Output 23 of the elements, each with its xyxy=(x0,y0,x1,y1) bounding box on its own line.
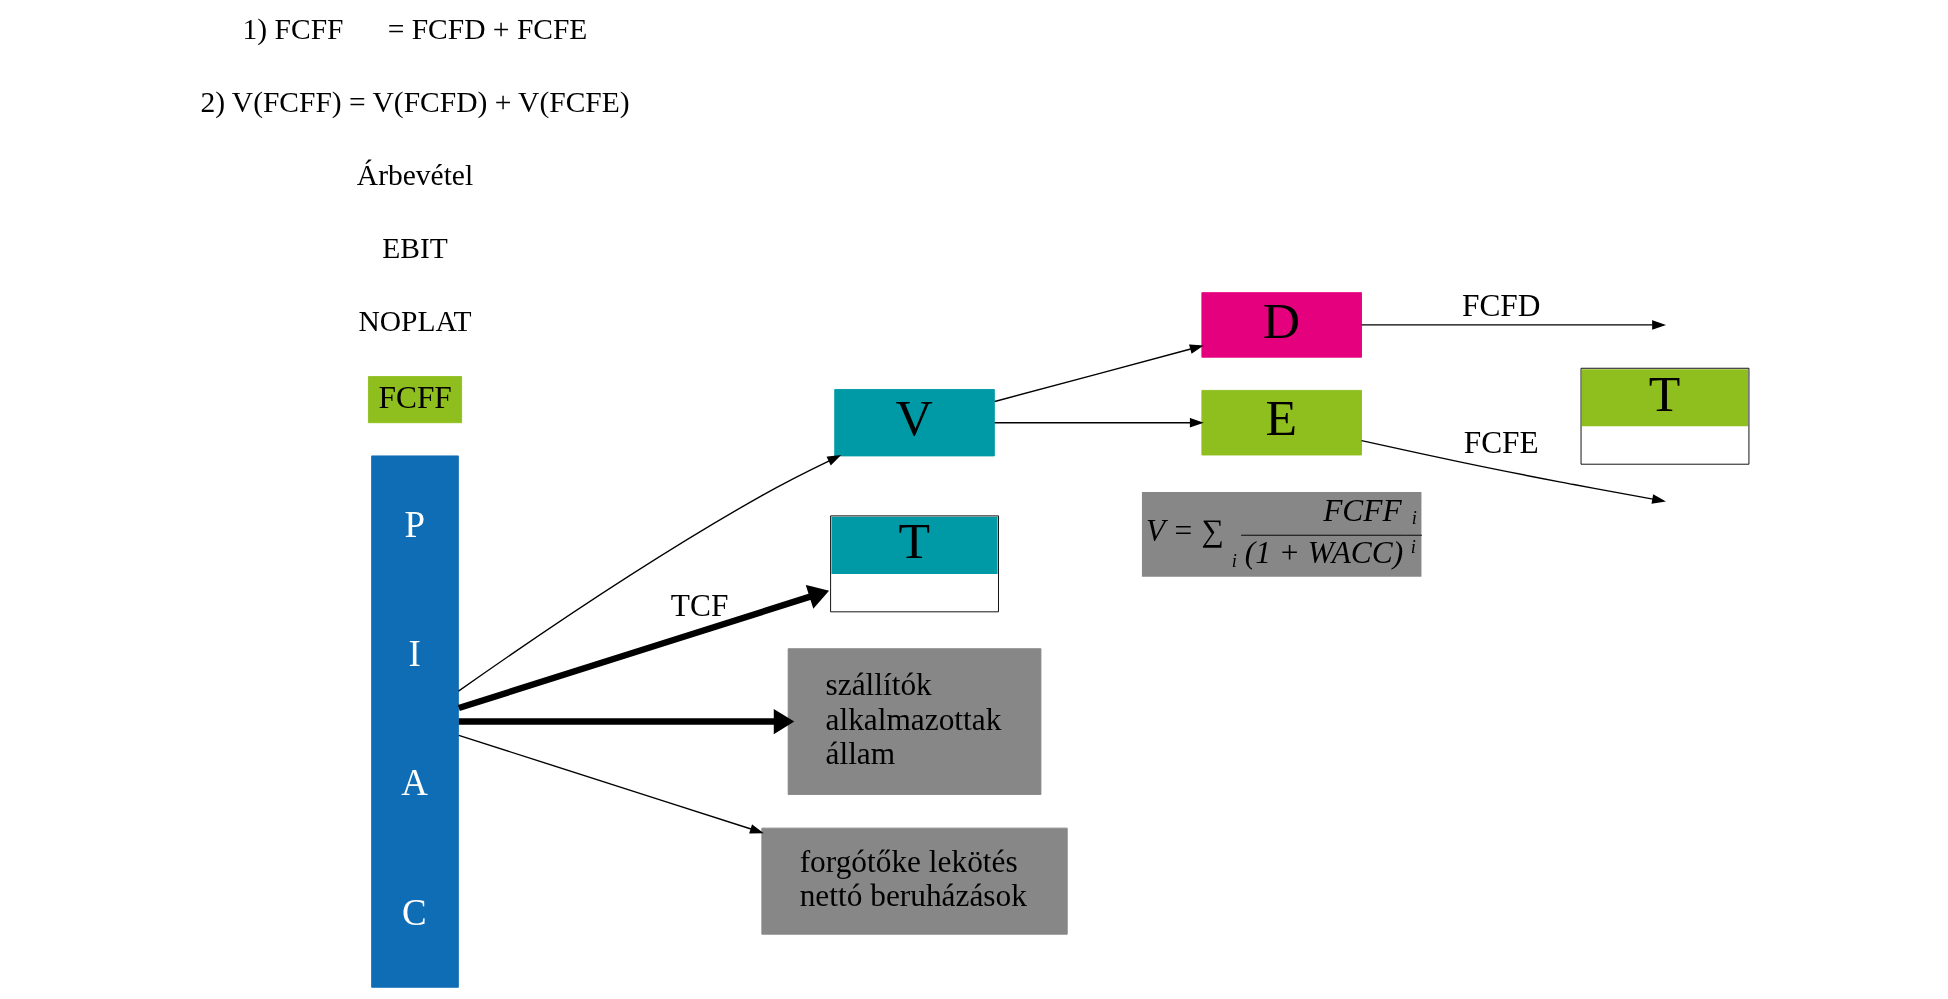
edge-label: TCF xyxy=(670,587,728,623)
node-box: forgótőke lekötés nettó beruházások xyxy=(760,827,1068,935)
node-box: V xyxy=(833,389,995,457)
arrow xyxy=(458,709,794,735)
edge-label: FCFD xyxy=(1461,287,1540,323)
label: Árbevétel xyxy=(356,158,473,191)
node-box: E xyxy=(1200,389,1362,456)
arrow xyxy=(993,344,1204,403)
arrow xyxy=(457,455,841,692)
label: 2) V(FCFF) = V(FCFD) + V(FCFE) xyxy=(199,85,630,118)
label: NOPLAT xyxy=(357,304,472,337)
node-box: P I A C xyxy=(370,455,459,988)
arrow xyxy=(457,584,829,712)
arrow xyxy=(457,734,764,834)
label: EBIT xyxy=(381,231,448,264)
arrow xyxy=(1360,320,1666,330)
arrow xyxy=(1360,439,1666,504)
node-box: D xyxy=(1200,292,1362,358)
node-box: szállítók alkalmazottak állam xyxy=(787,648,1041,795)
node-box: FCFF xyxy=(367,376,462,424)
edge-label: FCFE xyxy=(1463,425,1539,461)
arrow xyxy=(993,417,1204,428)
label: 1) FCFF = FCFD + FCFE xyxy=(242,13,587,46)
